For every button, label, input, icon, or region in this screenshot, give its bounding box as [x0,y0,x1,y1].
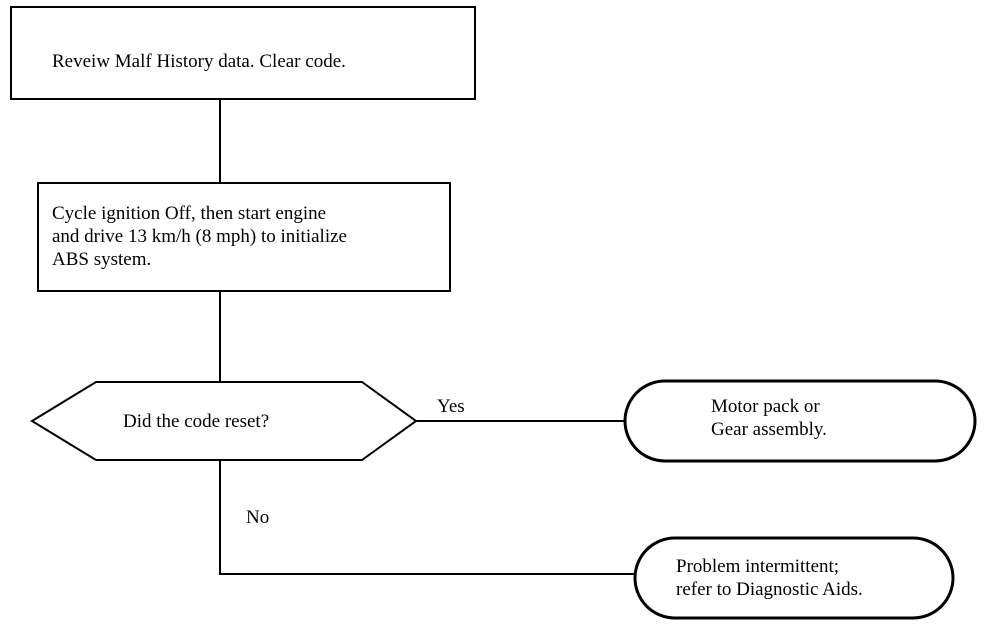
no-label: No [246,507,270,528]
result-yes-shape [623,379,977,463]
decision-shape [30,381,418,461]
step1-box [10,6,476,100]
result-no-shape [633,536,955,620]
connector-no [219,460,636,575]
step2-text: Cycle ignition Off, then start engine an… [52,203,347,270]
yes-result-text: Motor pack or Gear assembly. [711,396,827,440]
step1-text: Reveiw Malf History data. Clear code. [52,51,346,72]
yes-label: Yes [437,396,465,417]
step2-box [37,182,451,292]
decision-text: Did the code reset? [123,411,270,432]
no-result-text: Problem intermittent; refer to Diagnosti… [676,556,863,600]
